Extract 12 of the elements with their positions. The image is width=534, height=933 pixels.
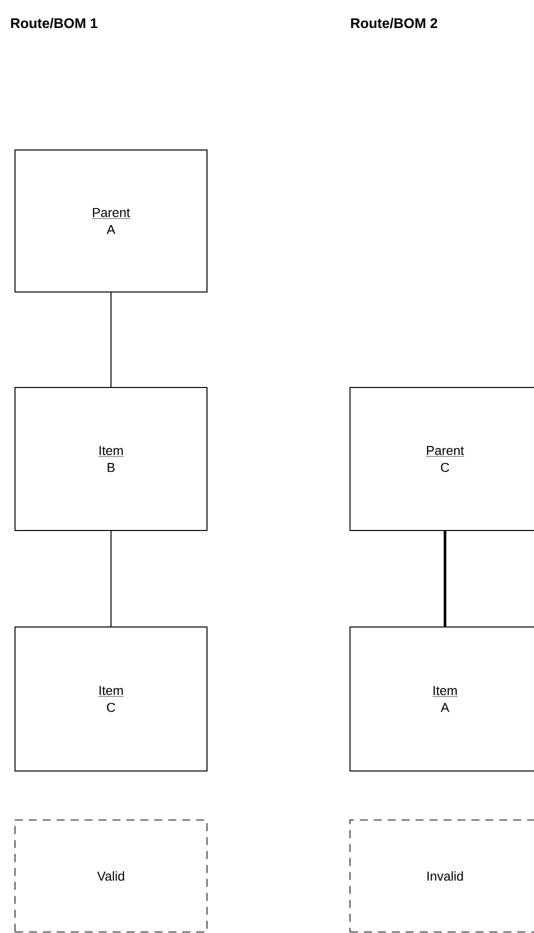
- connector-line: [110, 292, 112, 388]
- status-box: Valid: [14, 820, 208, 932]
- connector-line: [110, 530, 112, 627]
- status-box: Invalid: [350, 820, 534, 932]
- item-box: Item A: [350, 626, 534, 772]
- item-box: Parent C: [350, 387, 534, 531]
- item-box: Item B: [14, 387, 208, 531]
- column-heading: Route/BOM 2: [351, 18, 438, 28]
- column-heading: Route/BOM 1: [11, 18, 98, 28]
- item-box: Parent A: [14, 150, 208, 292]
- item-box: Item C: [14, 626, 208, 772]
- connector-line: [444, 531, 446, 626]
